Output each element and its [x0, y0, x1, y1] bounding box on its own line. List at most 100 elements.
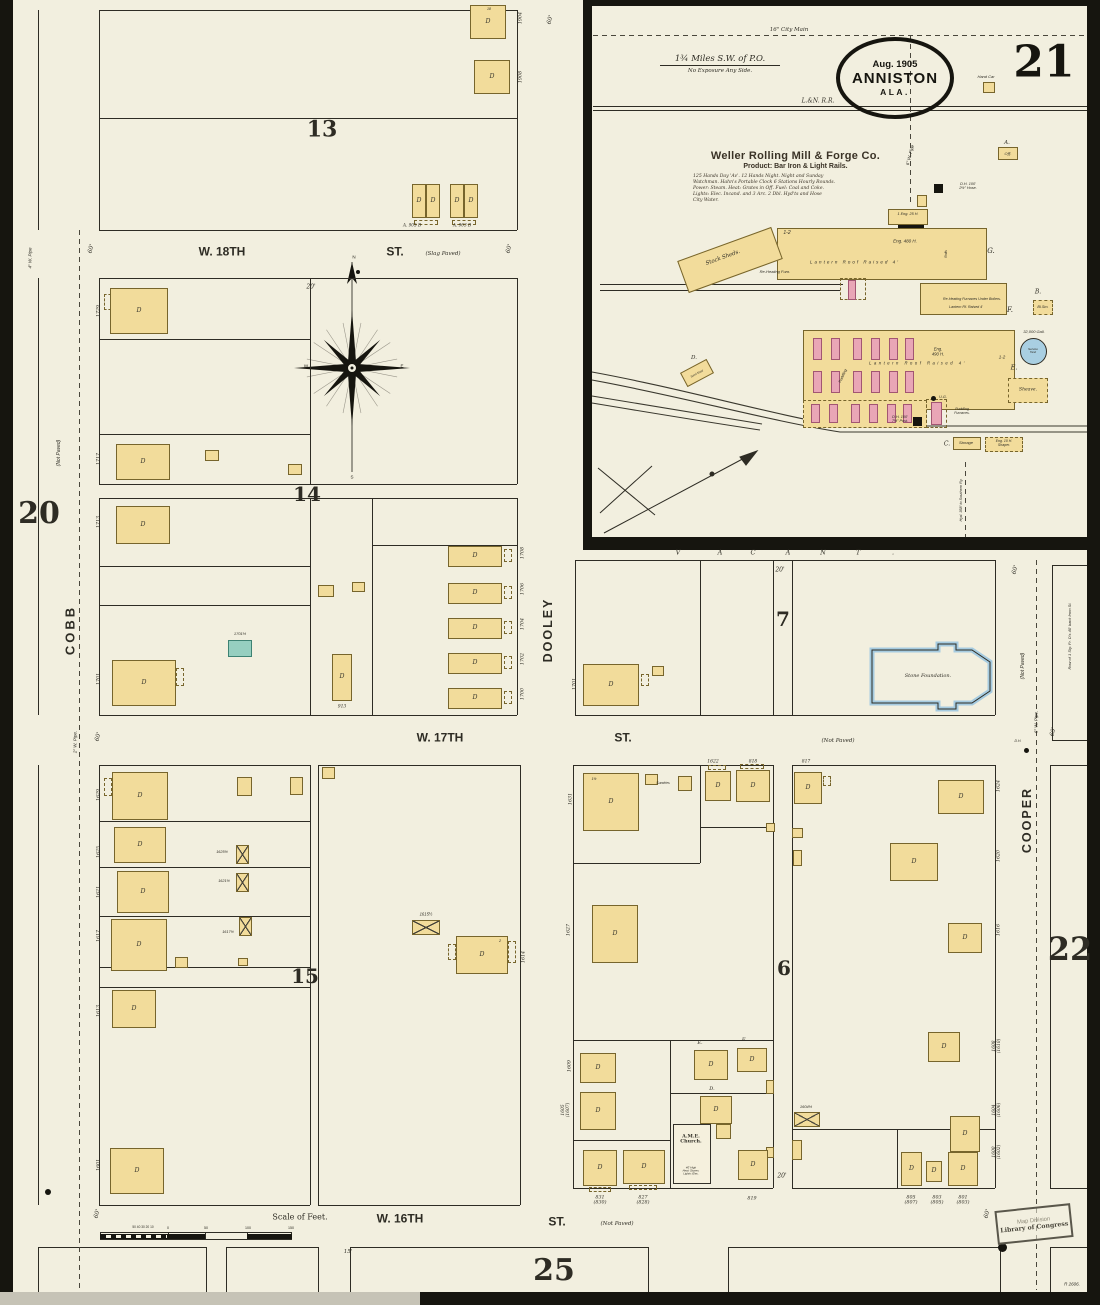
- building: [237, 777, 252, 796]
- block-line: [1000, 1247, 1001, 1292]
- map-label: 1600 (1602): [992, 1144, 1002, 1160]
- block-line: [99, 434, 310, 435]
- map-label: A: [785, 548, 791, 557]
- building: [931, 402, 942, 425]
- building: [322, 767, 335, 779]
- block-line: [575, 560, 576, 715]
- map-label: 2: [498, 938, 502, 943]
- map-label: 50 40 30 20 10: [132, 1225, 154, 1230]
- map-label: 1708: [520, 546, 526, 560]
- map-label: 1617½: [222, 929, 234, 934]
- map-label: 6: [777, 955, 791, 980]
- dwelling: D: [583, 773, 639, 831]
- map-label: .: [891, 548, 895, 557]
- block-line: [728, 1247, 729, 1292]
- building: [290, 777, 303, 795]
- map-label: 1601: [96, 1158, 102, 1172]
- building-label: D: [468, 196, 474, 204]
- building-label: D: [909, 1164, 914, 1172]
- marker-dot: [1024, 748, 1029, 753]
- border-bar: [1087, 0, 1100, 1305]
- map-label: 1729: [96, 304, 102, 318]
- map-label: Hand Car: [977, 73, 995, 79]
- map-label: 7: [776, 606, 790, 631]
- map-label: 6" W. Pipe.: [1033, 710, 1039, 734]
- map-label: R 2606.: [1064, 1281, 1080, 1287]
- map-label: (Not Paved): [600, 1220, 634, 1227]
- border-bar: [247, 1234, 292, 1239]
- building-label: D: [749, 1055, 755, 1063]
- building: [869, 404, 878, 423]
- dwelling: D: [110, 288, 168, 334]
- block-line: [575, 560, 995, 561]
- block-line: [99, 967, 310, 968]
- building-label: D: [141, 678, 147, 686]
- dwelling: D: [448, 546, 502, 567]
- map-label: 819: [747, 1196, 757, 1202]
- block-line: [1052, 740, 1087, 741]
- map-label: 1717: [96, 452, 102, 466]
- hand-car: [983, 82, 995, 93]
- map-label: U.G.: [939, 394, 947, 399]
- map-label: Lantern Roof Raised 4': [810, 259, 900, 265]
- map-label: C: [750, 548, 756, 557]
- building-label: D: [472, 552, 478, 560]
- map-label: T: [855, 548, 861, 557]
- map-label: 1615½: [419, 911, 433, 917]
- dwelling: D: [705, 771, 731, 801]
- building: [848, 280, 856, 300]
- map-label: Scale of Feet.: [272, 1212, 328, 1222]
- stone-foundation-outline: [869, 641, 993, 712]
- stable-outbuilding: [236, 845, 249, 864]
- building: [811, 404, 820, 423]
- map-label: D.H. 100' 7½" Post.: [891, 414, 909, 423]
- map-label: E.: [697, 1040, 703, 1047]
- block-line: [600, 284, 843, 285]
- map-label: 1 Eng. 25 H.: [897, 211, 919, 216]
- building-label: D: [608, 797, 614, 805]
- block-line: [99, 278, 517, 279]
- dwelling: D: [456, 936, 508, 974]
- block-line: [318, 1205, 520, 1206]
- building-label: D: [931, 1167, 937, 1175]
- block-line: [1050, 1247, 1051, 1292]
- map-label: 831 (830): [593, 1195, 607, 1206]
- map-label: 1627: [566, 923, 572, 937]
- ame-church: [673, 1124, 711, 1184]
- north-arrow-line: [597, 449, 759, 534]
- building: [766, 1080, 774, 1094]
- building: [740, 764, 764, 769]
- map-label: F.: [741, 1037, 747, 1044]
- stable-outbuilding: [236, 873, 249, 892]
- map-label: 913: [337, 704, 347, 710]
- map-label: W. 17TH: [416, 730, 464, 745]
- dwelling: D: [448, 583, 502, 604]
- building: [853, 371, 862, 393]
- map-label: (Not Paved): [1020, 652, 1027, 680]
- map-label: Bl.Sm.: [1037, 304, 1049, 309]
- block-line: [728, 1247, 1000, 1248]
- city-name: ANNISTON: [851, 70, 939, 87]
- block-line: [520, 765, 521, 1205]
- building-label: D: [472, 589, 478, 597]
- map-label: 13: [306, 116, 338, 143]
- building-label: D: [137, 791, 143, 799]
- map-label: (Not Paved): [821, 737, 855, 744]
- water-pipe-dashed-line: [1036, 560, 1038, 1290]
- block-line: [1052, 565, 1053, 740]
- map-label: 150: [288, 1225, 294, 1230]
- stable-outbuilding: [794, 1112, 820, 1127]
- building: [678, 776, 692, 791]
- map-label: D.: [709, 1086, 715, 1093]
- block-line: [517, 10, 518, 230]
- building: [629, 1185, 657, 1190]
- dwelling: D: [580, 1053, 616, 1083]
- block-line: [99, 867, 310, 868]
- dwelling: D: [700, 1096, 732, 1124]
- water-pipe-dashed-line: [79, 230, 81, 1292]
- dwelling: D: [448, 653, 502, 674]
- building-label: D: [941, 1042, 947, 1050]
- border-bar: [0, 1292, 420, 1305]
- dwelling: D: [450, 184, 464, 218]
- building: [829, 404, 838, 423]
